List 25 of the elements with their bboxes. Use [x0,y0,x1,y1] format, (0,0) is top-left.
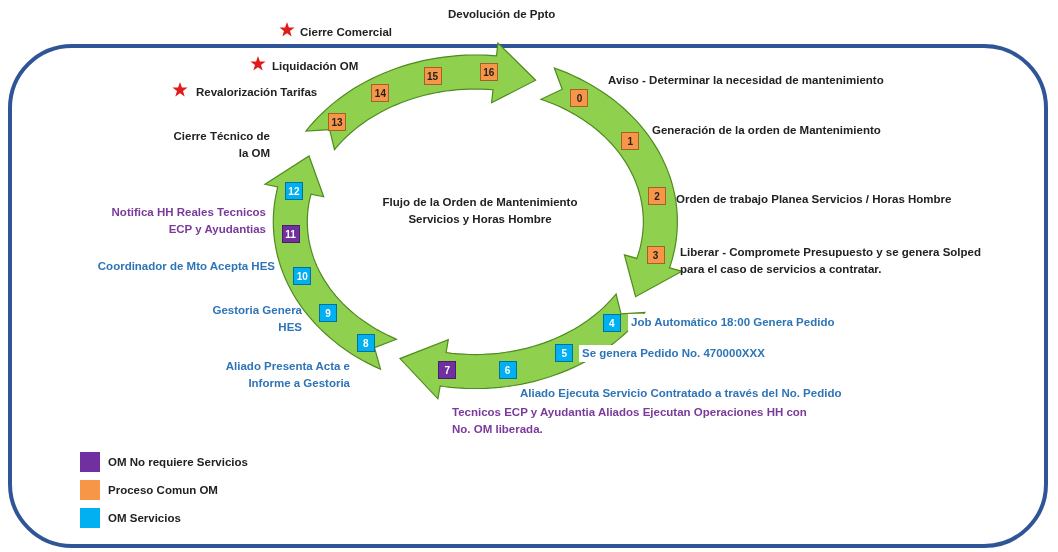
step-description: Aviso - Determinar la necesidad de mantenimiento [608,73,885,88]
step-description: Se genera Pedido No. 470000XXX [579,345,768,362]
step-description: Aliado Presenta Acta e Informe a Gestoria [224,359,350,391]
legend-label: Proceso Comun OM [108,483,218,498]
step-marker: 9 [319,304,337,323]
step-description: Cierre Comercial [300,25,394,40]
step-marker: 5 [555,344,574,363]
diagram-title: Flujo de la Orden de Mantenimiento Servicios y Horas Hombre [381,195,579,227]
step-marker: 0 [570,89,589,108]
legend-label: OM No requiere Servicios [108,455,248,470]
step-description: Generación de la orden de Mantenimiento [652,123,882,138]
step-description: Cierre Técnico de la OM [172,129,270,161]
step-description: Orden de trabajo Planea Servicios / Horas Hombre [676,192,953,207]
step-description: Coordinador de Mto Acepta HES [96,259,275,274]
step-description: Gestoria Genera HES [211,303,302,335]
step-description: Liquidación OM [272,59,360,74]
legend-label: OM Servicios [108,511,181,526]
step-marker: 7 [438,361,457,380]
step-description: Tecnicos ECP y Ayudantia Aliados Ejecutan Operaciones HH con No. OM liberada. [452,405,808,437]
step-description: Notifica HH Reales Tecnicos ECP y Ayudantias [110,205,266,237]
step-marker: 14 [371,84,390,103]
step-description: Aliado Ejecuta Servicio Contratado a través del No. Pedido [520,386,843,401]
step-description: Devolución de Ppto [448,7,557,22]
step-description: Revalorización Tarifas [196,85,319,100]
step-description: Liberar - Compromete Presupuesto y se genera Solped para el caso de servicios a contratar. [680,245,982,277]
